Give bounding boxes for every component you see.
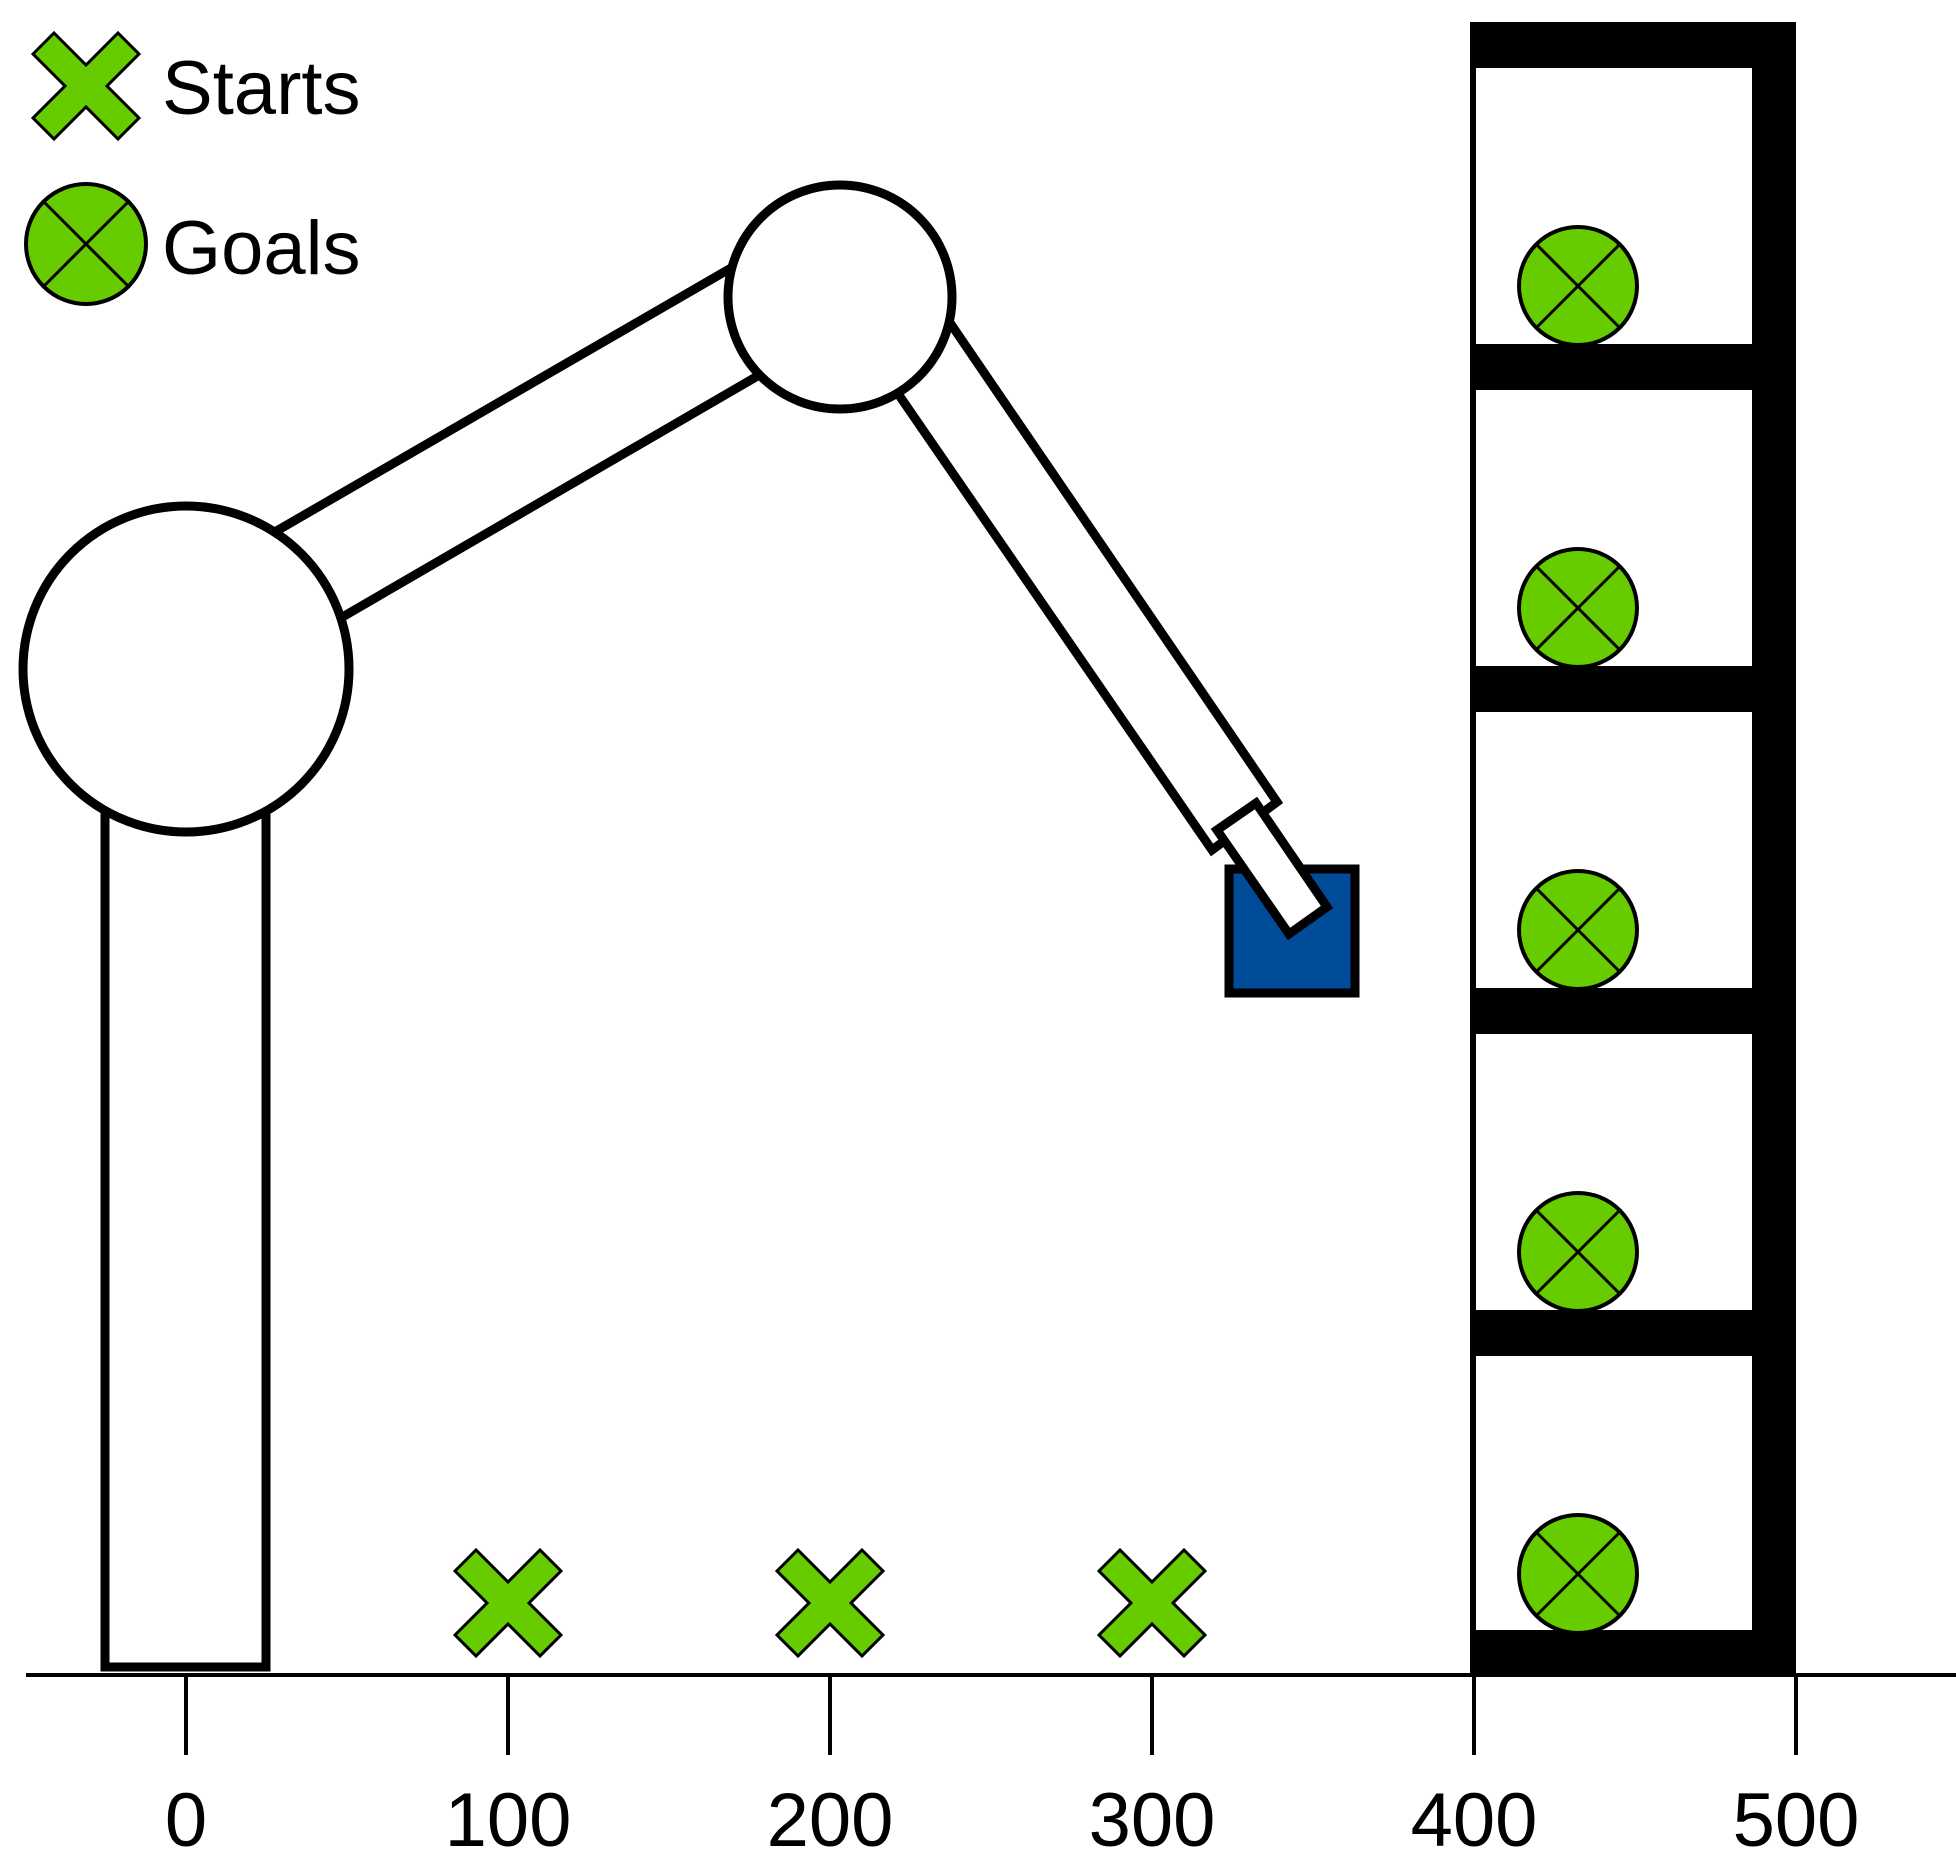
legend: Starts Goals	[24, 30, 361, 306]
legend-starts-label: Starts	[162, 46, 361, 131]
robot-base-pillar	[100, 785, 271, 1672]
start-markers	[452, 1547, 1208, 1659]
goal-marker-5	[1517, 1513, 1639, 1635]
axis-tick-label-300: 300	[1089, 1778, 1216, 1863]
shelf-top-bar	[1470, 22, 1796, 68]
robot-elbow-joint	[723, 180, 957, 414]
start-marker-200	[774, 1547, 886, 1659]
shelf-left-edge	[1470, 22, 1476, 1675]
axis-tick-label-400: 400	[1411, 1778, 1538, 1863]
robot-forearm-link	[864, 284, 1284, 857]
shelf-right-post	[1752, 22, 1796, 1675]
shelf-board-4	[1470, 1310, 1796, 1356]
robot-arm	[18, 180, 1284, 1672]
axis-tick-label-0: 0	[165, 1778, 207, 1863]
shelf-board-1	[1470, 344, 1796, 390]
robot-shoulder-joint	[18, 501, 354, 837]
legend-goal-icon	[24, 182, 148, 306]
legend-goals-label: Goals	[162, 206, 361, 291]
shelf-board-3	[1470, 988, 1796, 1034]
robot-gripper	[1210, 796, 1334, 941]
start-marker-100	[452, 1547, 564, 1659]
goal-marker-2	[1517, 547, 1639, 669]
goal-markers	[1517, 225, 1639, 1635]
goal-marker-3	[1517, 869, 1639, 991]
shelf	[1470, 22, 1796, 1675]
axis-tick-label-100: 100	[445, 1778, 572, 1863]
ground-axis: 0 100 200 300 400 500	[26, 1673, 1956, 1863]
axis-tick-label-500: 500	[1733, 1778, 1860, 1863]
goal-marker-4	[1517, 1191, 1639, 1313]
start-marker-300	[1096, 1547, 1208, 1659]
axis-tick-label-200: 200	[767, 1778, 894, 1863]
shelf-board-5	[1470, 1630, 1796, 1675]
goal-marker-1	[1517, 225, 1639, 347]
legend-start-icon	[30, 30, 142, 142]
shelf-board-2	[1470, 666, 1796, 712]
